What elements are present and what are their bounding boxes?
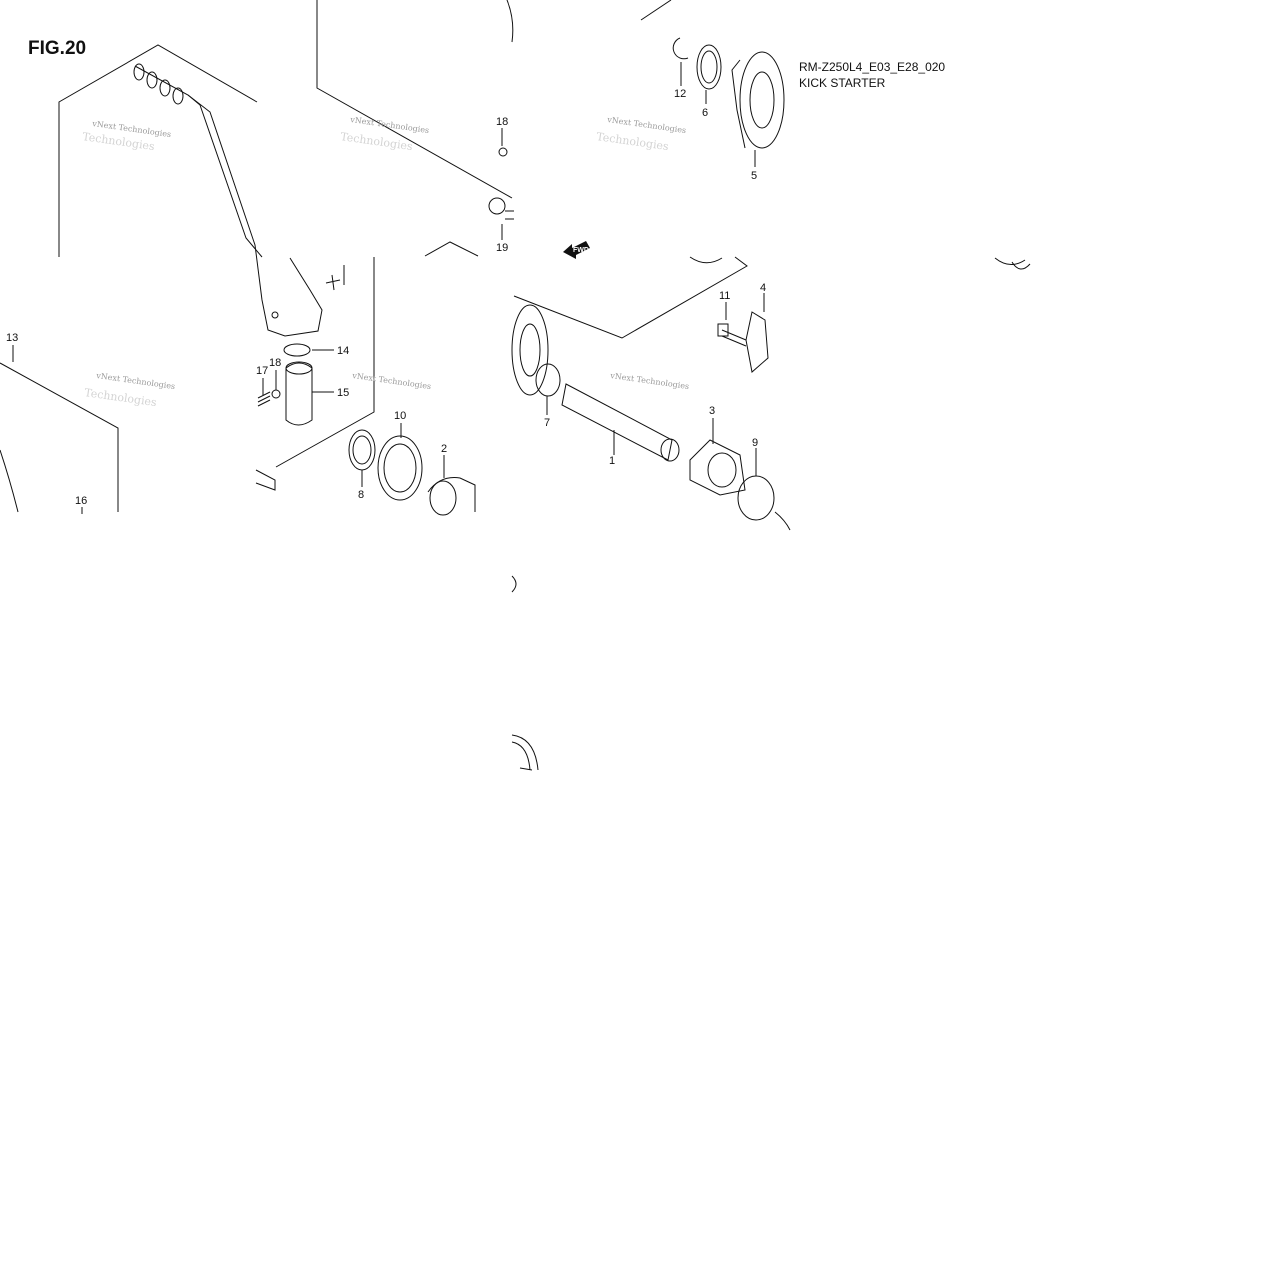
callout-label: 5 bbox=[751, 170, 757, 182]
watermark-text: vNext Technologies bbox=[351, 371, 432, 391]
callout-label: 6 bbox=[702, 107, 708, 119]
callout-label: 13 bbox=[6, 332, 18, 344]
callout-label: 15 bbox=[337, 387, 349, 399]
forward-arrow-label: FWD bbox=[573, 247, 589, 254]
callout-label: 16 bbox=[75, 495, 87, 507]
callout-label: 3 bbox=[709, 405, 715, 417]
figure-name: KICK STARTER bbox=[799, 76, 886, 90]
callout-label: 14 bbox=[337, 345, 349, 357]
watermark-text: Technologies bbox=[340, 130, 414, 153]
watermark-text: Technologies bbox=[84, 386, 158, 409]
kick-gear-drawing bbox=[640, 0, 785, 167]
callout-label: 12 bbox=[674, 88, 686, 100]
watermarks: vNext Technologies Technologies vNext Te… bbox=[82, 115, 690, 409]
figure-meta: RM-Z250L4_E03_E28_020 KICK STARTER bbox=[799, 59, 945, 91]
figure-code: RM-Z250L4_E03_E28_020 bbox=[799, 60, 946, 74]
forward-arrow-icon: FWD bbox=[563, 241, 590, 259]
callout-label: 18 bbox=[269, 357, 281, 369]
callout-label: 2 bbox=[441, 443, 447, 455]
callout-label: 7 bbox=[544, 417, 550, 429]
watermark-text: vNext Technologies bbox=[95, 371, 176, 391]
watermark-text: Technologies bbox=[596, 130, 670, 153]
fragment-drawing bbox=[511, 257, 1031, 771]
callout-label: 11 bbox=[719, 290, 730, 302]
watermark-text: vNext Technologies bbox=[609, 371, 690, 391]
kick-shaft-drawing bbox=[511, 256, 791, 531]
callout-label: 18 bbox=[496, 116, 508, 128]
lower-left-drawing bbox=[0, 345, 276, 514]
callout-label: 8 bbox=[358, 489, 364, 501]
callout-label: 9 bbox=[752, 437, 758, 449]
callout-label: 10 bbox=[394, 410, 406, 422]
upper-middle-drawing bbox=[316, 0, 514, 257]
kick-boss-drawing bbox=[257, 257, 476, 516]
callout-label: 4 bbox=[760, 282, 766, 294]
figure-title: FIG.20 bbox=[28, 38, 87, 59]
callout-label: 1 bbox=[609, 455, 615, 467]
callout-label: 17 bbox=[256, 365, 268, 377]
callout-labels: 1 2 3 4 5 6 7 8 9 10 11 12 13 14 15 16 1… bbox=[6, 88, 766, 507]
callout-label: 19 bbox=[496, 242, 508, 254]
kick-lever-drawing bbox=[58, 44, 323, 337]
